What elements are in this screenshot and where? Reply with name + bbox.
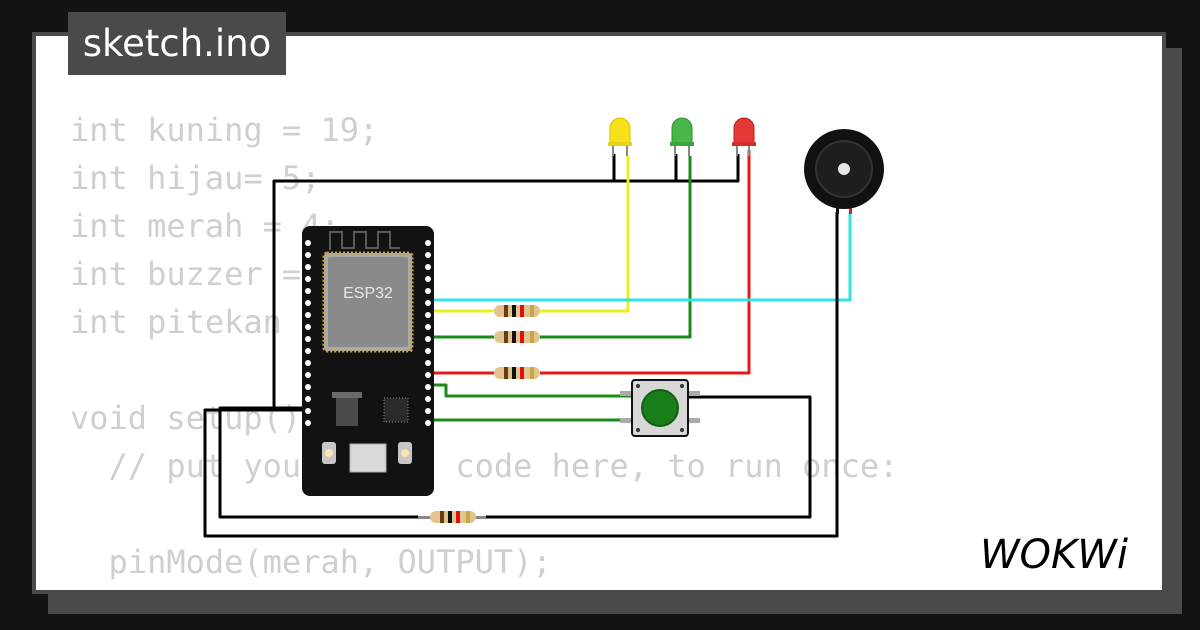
wire-red-led — [540, 150, 751, 375]
led-green[interactable] — [670, 117, 694, 156]
wokwi-logo: WOKWi — [980, 532, 1128, 578]
wire-button-pulldown — [486, 395, 812, 519]
header-pins-right — [425, 240, 431, 426]
code-line: int buzzer = — [70, 255, 321, 293]
esp32-board[interactable]: ESP32 — [302, 226, 434, 496]
code-line: int hijau= 5; — [70, 159, 321, 197]
wire-pulldown-gnd — [218, 406, 418, 519]
resistor-green-led[interactable] — [494, 331, 540, 343]
resistor-red-led[interactable] — [494, 367, 540, 379]
code-line: int pitekan — [70, 303, 282, 341]
code-line: int kuning = 19; — [70, 111, 379, 149]
code-background: int kuning = 19;int hijau= 5;int merah =… — [70, 106, 898, 590]
buzzer[interactable] — [804, 129, 884, 214]
header-pins-left — [305, 240, 311, 426]
led-red[interactable] — [732, 117, 756, 156]
led-yellow[interactable] — [608, 117, 632, 156]
svg-text:WOKWi: WOKWi — [980, 532, 1128, 578]
wires — [203, 150, 852, 538]
wire-gnd-red-led — [614, 154, 740, 183]
code-line: void setup() — [70, 399, 302, 437]
wire-buzzer-gnd — [203, 212, 839, 538]
resistor-pulldown[interactable] — [418, 511, 486, 523]
push-button[interactable] — [620, 379, 700, 437]
file-name-tab: sketch.ino — [68, 12, 286, 75]
wire-green-led — [540, 156, 692, 339]
wire-buzzer-signal — [428, 212, 852, 302]
resistor-yellow-led[interactable] — [494, 305, 540, 317]
esp32-label: ESP32 — [343, 285, 393, 302]
wire-button-a — [428, 383, 632, 398]
code-line: pinMode(merah, OUTPUT); — [70, 543, 552, 581]
wire-yellow-led — [540, 156, 630, 313]
